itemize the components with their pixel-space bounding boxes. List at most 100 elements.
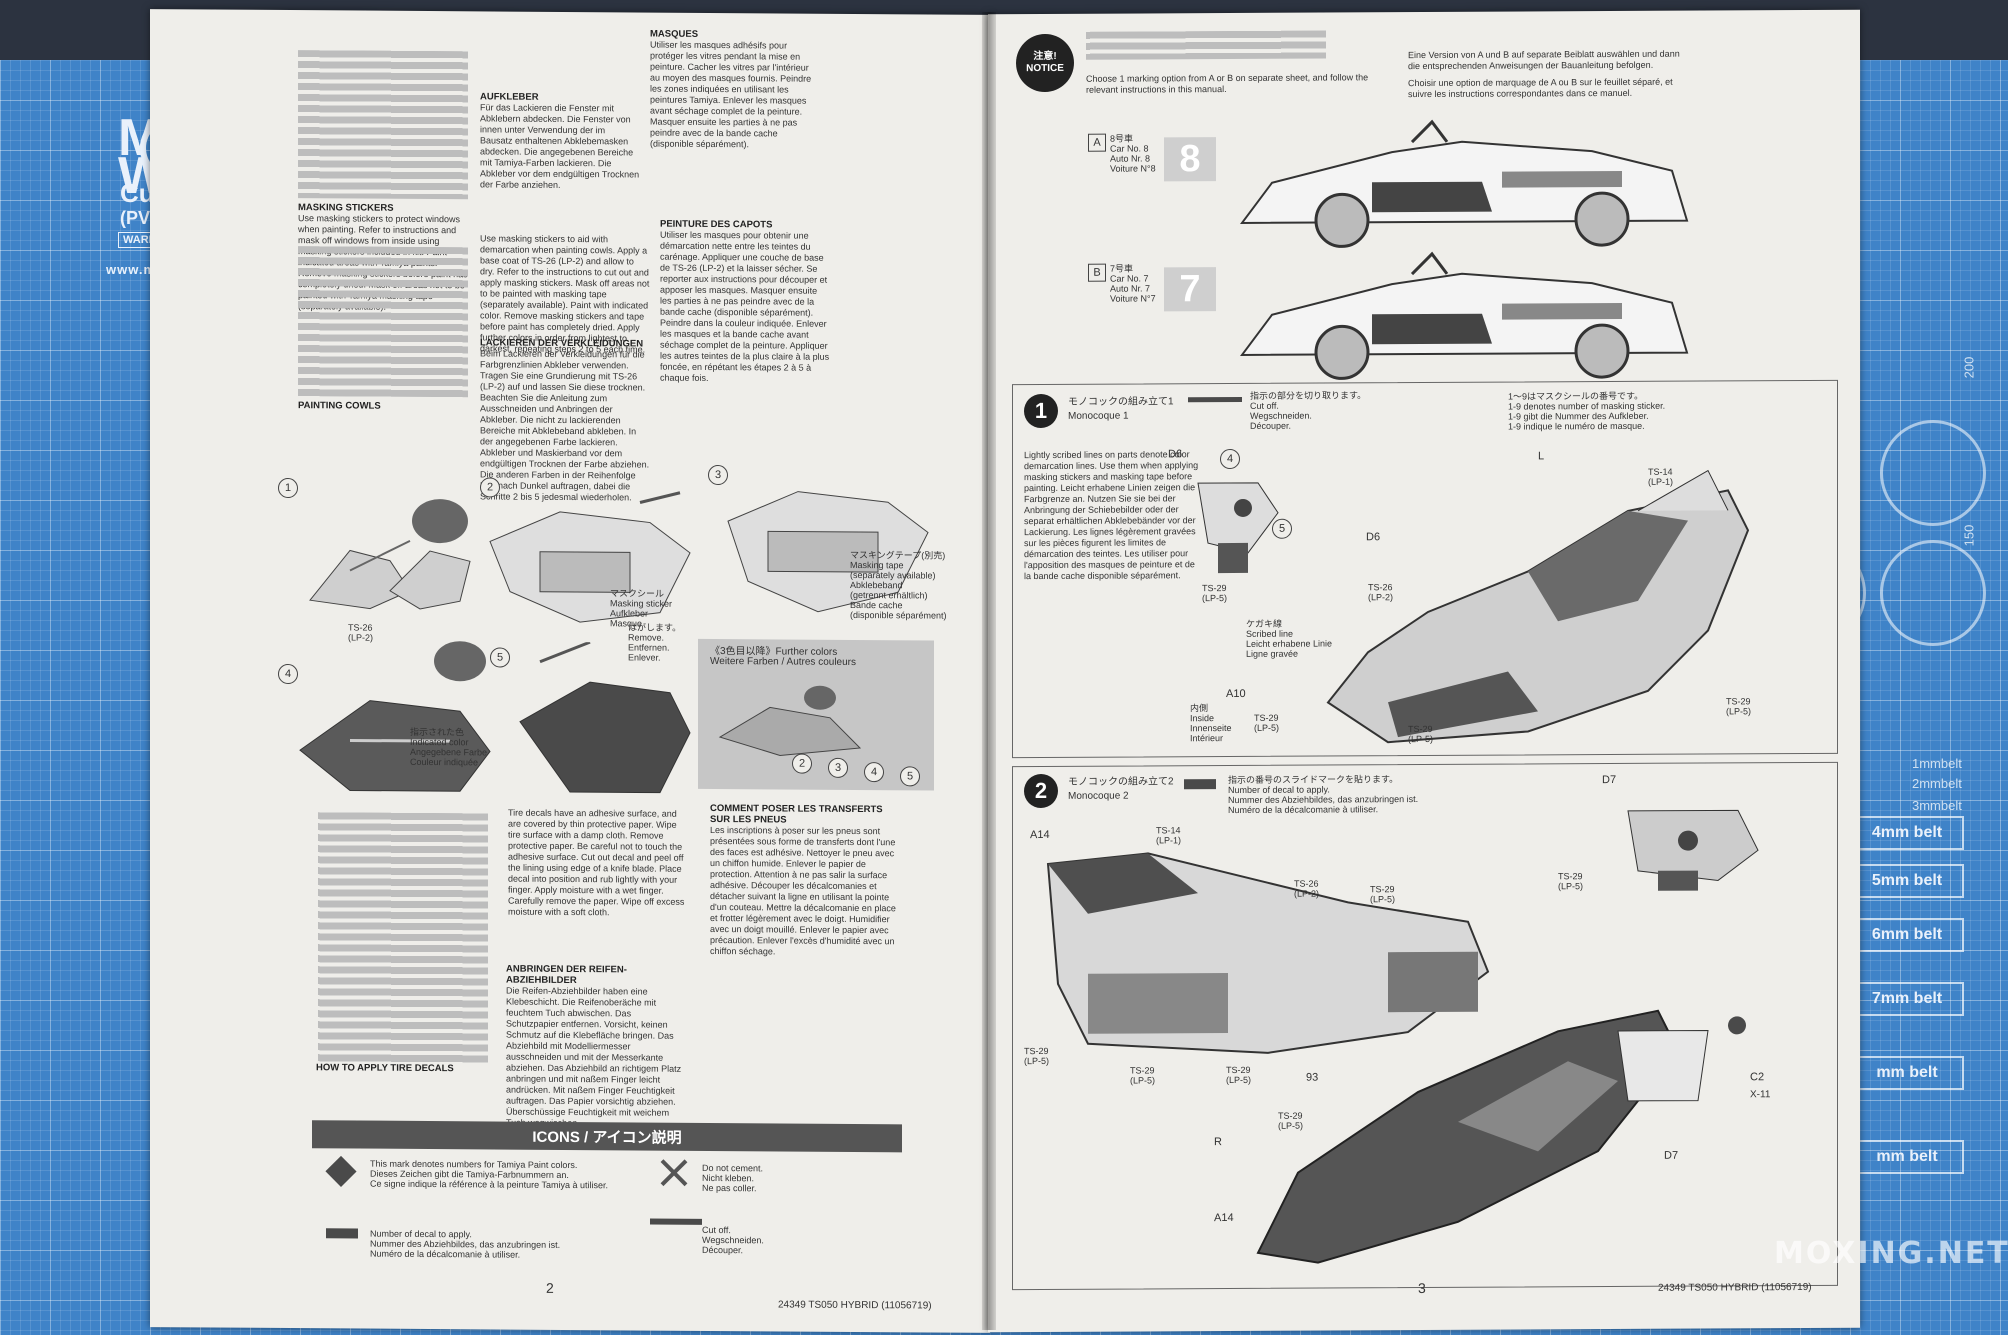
page-footer: 24349 TS050 HYBRID (11056719) [778, 1299, 932, 1312]
paint-label: TS-29 (LP-5) [1370, 884, 1396, 905]
decal-number: 93 [1306, 1071, 1319, 1084]
step-1-title-jp: モノコックの組み立て1 [1068, 396, 1174, 408]
no-cement-icon [660, 1159, 688, 1187]
notice-fr: Choisir une option de marquage de A ou B… [1408, 76, 1673, 100]
belt-label: 6mm belt [1850, 918, 1964, 952]
seq-circle: 5 [900, 766, 920, 787]
remove-label: はがします。 Remove. Entfernen. Enlever. [628, 622, 682, 663]
cowl-figure-3 [727, 491, 929, 613]
monocoque-1-figure [1326, 469, 1750, 744]
masking-tape-label: マスキングテープ(別売) Masking tape (separately av… [850, 549, 947, 621]
step-2-title: Monocoque 2 [1068, 790, 1129, 802]
notice-de: Eine Version von A und B auf separate Be… [1408, 48, 1680, 72]
part-label: R [1214, 1136, 1222, 1149]
step-1-title: Monocoque 1 [1068, 410, 1129, 422]
marking-letter: A [1088, 133, 1106, 152]
jp-text-block [298, 50, 468, 200]
paint-label: TS-29 (LP-5) [1130, 1065, 1156, 1086]
jp-text-block [298, 246, 468, 398]
paint-label: TS-14 (LP-1) [1648, 466, 1674, 487]
cowl-figure-6 [718, 685, 862, 756]
step-2-decal-note: 指示の番号のスライドマークを貼ります。 Number of decal to a… [1228, 774, 1419, 816]
belt-label: mm belt [1850, 1140, 1964, 1174]
cowl-figure-2 [489, 491, 691, 623]
car-number-badge: 7 [1164, 267, 1216, 312]
further-colors-label: 《3色目以降》Further colors Weitere Farben / A… [710, 645, 856, 668]
ruler-150: 150 [1961, 524, 1977, 547]
watermark: MOXING.NET [1774, 1236, 2008, 1271]
instruction-booklet: MASKING STICKERS Use masking stickers to… [150, 9, 1860, 1333]
page-number: 3 [1418, 1279, 1426, 1297]
belt-label: mm belt [1850, 1056, 1964, 1090]
belt-label: 4mm belt [1850, 816, 1964, 850]
notice-badge-en: NOTICE [1026, 62, 1064, 75]
masques-text: Utiliser les masques adhésifs pour proté… [650, 39, 812, 150]
paint-label: TS-26 (LP-2) [1368, 582, 1394, 603]
part-d7-figure [1627, 809, 1759, 891]
pin-part-c2 [1728, 1016, 1746, 1035]
paint-label: TS-29 (LP-5) [1558, 871, 1584, 892]
part-d6-figure [1197, 482, 1279, 574]
belt-small: 2mmbelt [1912, 776, 1962, 791]
inside-label: 内側 Inside Innenseite Intérieur [1190, 703, 1232, 744]
jp-text-block [1086, 30, 1326, 60]
tire-decals-heading: HOW TO APPLY TIRE DECALS [316, 1062, 454, 1075]
decal-arrow-icon [1184, 779, 1216, 790]
jp-text-block [318, 812, 488, 1064]
paint-label: TS-29 (LP-5) [1278, 1110, 1304, 1131]
paint-label: TS-29 (LP-5) [1726, 696, 1752, 717]
icon-cement-text: Do not cement. Nicht kleben. Ne pas coll… [702, 1162, 764, 1194]
icon-paint-text: This mark denotes numbers for Tamiya Pai… [370, 1158, 608, 1191]
masking-stickers-fr: MASQUES Utiliser les masques adhésifs po… [650, 29, 820, 151]
cowl-figure-5 [519, 641, 691, 794]
tire-decals-text: Tire decals have an adhesive surface, an… [508, 808, 688, 919]
part-label: X-11 [1750, 1089, 1771, 1101]
paint-label: TS-29 (LP-5) [1202, 583, 1228, 604]
cut-off-icon [1188, 396, 1242, 403]
step-2-number: 2 [1024, 773, 1058, 809]
paint-label: TS-14 (LP-1) [1156, 825, 1182, 846]
cowl-figure-1 [309, 499, 471, 610]
cut-off-icon [650, 1218, 702, 1225]
indicated-color-label: 指示された色 Indicated color Angegebene Farbe … [410, 726, 488, 768]
tire-decals-de: ANBRINGEN DER REIFEN-ABZIEHBILDER Die Re… [506, 964, 686, 1130]
decal-arrow-icon [326, 1228, 358, 1239]
page-fold [982, 12, 996, 1330]
part-label: D7 [1664, 1149, 1679, 1162]
icons-title: ICONS / アイコン説明 [312, 1120, 902, 1153]
step-2-title-jp: モノコックの組み立て2 [1068, 776, 1174, 788]
mask-number-circle: 4 [1220, 448, 1240, 470]
seq-circle: 3 [828, 757, 848, 778]
notice-badge: 注意! NOTICE [1016, 33, 1074, 93]
part-label: D7 [1602, 773, 1617, 787]
paint-label: TS-29 (LP-5) [1024, 1045, 1050, 1067]
tire-decals-en: HOW TO APPLY TIRE DECALS [316, 1062, 496, 1074]
car-number-badge: 8 [1164, 137, 1216, 182]
marking-label: 8号車 Car No. 8 Auto Nr. 8 Voiture N°8 [1110, 133, 1156, 174]
painting-cowls-de: LACKIEREN DER VERKLEIDUNGEN Beim Lackier… [480, 337, 650, 503]
notice-en: Choose 1 marking option from A or B on s… [1086, 72, 1369, 95]
lackieren-text: Beim Lackieren der Verkleidungen für die… [480, 348, 650, 503]
mask-number-circle: 5 [1272, 518, 1292, 539]
paint-label: TS-29 (LP-5) [1254, 712, 1280, 733]
belt-small: 3mmbelt [1912, 798, 1962, 813]
car-a-illustration [1240, 119, 1689, 248]
notice-badge-jp: 注意! [1033, 50, 1057, 63]
peinture-text: Utiliser les masques pour obtenir une dé… [660, 229, 830, 383]
monocoque-2-figure [1046, 852, 1490, 1054]
step-1-cut-note: 指示の部分を切り取ります。 Cut off. Wegschneiden. Déc… [1250, 390, 1367, 431]
belt-label: 7mm belt [1850, 982, 1964, 1016]
paint-label: TS-29 (LP-5) [1408, 723, 1434, 745]
page-3: 注意! NOTICE Choose 1 marking option from … [988, 9, 1860, 1333]
aufkleber-text: Für das Lackieren die Fenster mit Abkleb… [480, 102, 640, 190]
part-label: A10 [1226, 687, 1246, 701]
marking-letter: B [1088, 263, 1106, 282]
masking-stickers-de: AUFKLEBER Für das Lackieren die Fenster … [480, 91, 640, 191]
pneus-text: Les inscriptions à poser sur les pneus s… [710, 824, 896, 957]
icon-cut-text: Cut off. Wegschneiden. Découper. [702, 1224, 764, 1256]
cowl-figure-4 [299, 641, 491, 792]
part-label: C2 [1750, 1071, 1765, 1084]
page-number: 2 [546, 1279, 554, 1296]
tire-decals-fr: COMMENT POSER LES TRANSFERTS SUR LES PNE… [710, 803, 900, 958]
page-footer: 24349 TS050 HYBRID (11056719) [1658, 1281, 1812, 1294]
